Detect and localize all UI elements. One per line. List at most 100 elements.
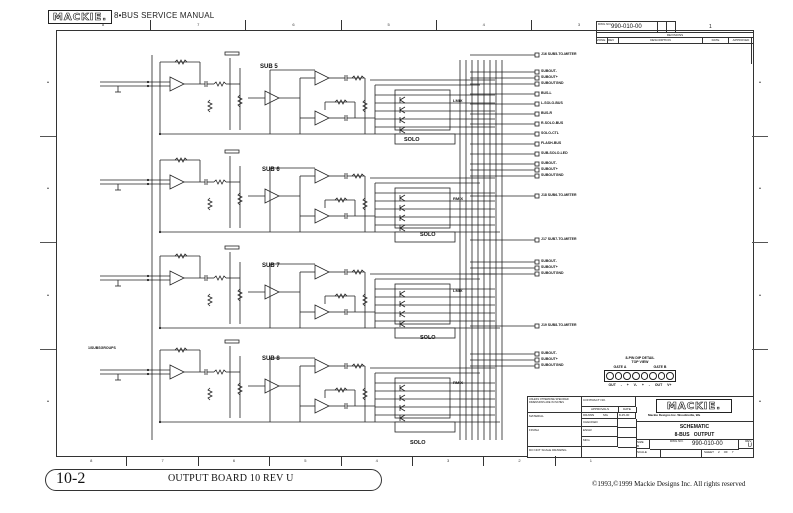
row-label: • [752, 348, 768, 456]
row-label: • [40, 242, 56, 349]
pot-symbol [237, 288, 243, 302]
resistor-symbol [213, 275, 227, 281]
dip-detail-subtitle: TOP VIEW [631, 360, 649, 364]
connector-label: R-SOLO-BUS [541, 121, 564, 125]
connector-pin [534, 121, 540, 127]
row-label: • [752, 242, 768, 349]
manual-title: 8•BUS SERVICE MANUAL [114, 11, 215, 20]
junction-dot [158, 132, 162, 136]
finish-label: FINISH [528, 427, 582, 447]
row-label: • [40, 348, 56, 456]
op-amp [314, 358, 330, 374]
resistor-symbol [213, 369, 227, 375]
connector-label: SUBOUT- [541, 351, 557, 355]
copyright: ©1993,©1999 Mackie Designs Inc. All righ… [592, 480, 746, 488]
resistor-symbol [334, 293, 348, 299]
engr-label: ENGR [582, 427, 618, 437]
page-number: 10-2 [56, 470, 86, 487]
connector-pin [534, 173, 540, 179]
rev-value: U [747, 443, 752, 449]
dip-pin [623, 372, 631, 380]
connector-pin [534, 271, 540, 277]
solo-label: SOLO [410, 440, 426, 446]
transistor-symbol [399, 126, 406, 131]
row-ruler-left: • • • • [40, 30, 56, 455]
transistor-symbol [399, 387, 406, 392]
connector-pin [534, 193, 540, 199]
transistor-symbol [399, 116, 406, 121]
pin-label: OUT [608, 383, 616, 387]
solo-label: SOLO [404, 137, 420, 143]
solo-box [394, 327, 456, 339]
resistor-symbol [174, 59, 188, 65]
connector-pin [534, 81, 540, 87]
dip-pin [640, 372, 649, 380]
connector-pin [534, 101, 540, 107]
transistor-symbol [399, 397, 406, 402]
resistor-symbol [213, 81, 227, 87]
drawing-frame [56, 30, 754, 457]
rev-col: APPROVED [732, 38, 750, 42]
column-label: 8 [101, 22, 105, 27]
solo-label: SOLO [420, 335, 436, 341]
gate-a-label: GATE A [613, 365, 627, 369]
transistor-symbol [399, 96, 406, 101]
transistor-symbol [399, 204, 406, 209]
junction-dot [146, 84, 150, 88]
connector-pin [534, 161, 540, 167]
rev-col: DESCRIPTION [619, 38, 703, 43]
connector-label: FLASH-BUS [541, 141, 562, 145]
resistor-symbol [174, 253, 188, 259]
resistor-symbol [174, 157, 188, 163]
transistor-symbol [399, 194, 406, 199]
connector-pin [534, 259, 540, 265]
dip-detail: 8-PIN DIP DETAIL TOP VIEW GATE A GATE B … [600, 356, 680, 387]
transistor-symbol [399, 320, 406, 325]
connector-pin [534, 75, 540, 81]
connector-label: SUBOUTGND [541, 173, 564, 177]
connector-label: BUS-R [541, 111, 553, 115]
pin-label: - [648, 383, 650, 387]
transistor-symbol [399, 106, 406, 111]
transistor-symbol [399, 417, 406, 422]
title-line-1: SCHEMATIC [679, 424, 710, 430]
column-label: 7 [126, 456, 197, 466]
column-label: 5 [340, 20, 436, 30]
mix-label: RMIX [453, 380, 463, 385]
transistor-symbol [399, 323, 406, 328]
company-name: Mackie Designs Inc. Woodinville, Wa [648, 413, 701, 417]
column-ruler-top: 8 7 6 5 4 3 [56, 20, 626, 30]
junction-dot [146, 178, 150, 182]
transistor-symbol [399, 197, 406, 202]
mfg-label: MFG [582, 437, 618, 447]
connector-label: SUBOUT- [541, 259, 557, 263]
solo-box [394, 421, 456, 433]
dip-pin [649, 372, 657, 380]
column-label: 3 [411, 456, 483, 466]
resistor-symbol [362, 99, 368, 113]
connector-pin [534, 323, 540, 329]
op-amp [314, 264, 330, 280]
input-op-amp [169, 364, 185, 380]
dwg-no: 990-010-00 [692, 441, 723, 447]
transistor-symbol [399, 303, 406, 308]
rev-col: ZONE [597, 38, 608, 43]
connector-label: SUBOUT+ [541, 357, 558, 361]
dip-detail-title: 8-PIN DIP DETAIL [625, 356, 655, 360]
company-block: MACKIE. Mackie Designs Inc. Woodinville,… [636, 397, 753, 422]
resistor-symbol [334, 99, 348, 105]
connector-pin [534, 167, 540, 173]
column-label: 6 [197, 456, 269, 466]
contract-label: CONTRACT NO. [582, 397, 636, 407]
connector-pin [534, 141, 540, 147]
transistor-symbol [399, 384, 406, 389]
tolerance-note: UNLESS OTHERWISE SPECIFIED DIMENSIONS AR… [528, 397, 582, 413]
resistor-symbol [362, 387, 368, 401]
transistor-symbol [399, 99, 406, 104]
dip-pins [604, 370, 676, 382]
size-value: B [637, 444, 640, 448]
mix-label: RMIX [453, 196, 463, 201]
solo-box [394, 133, 456, 145]
transistor-symbol [399, 290, 406, 295]
drawn-date: 8-25-00 [618, 412, 636, 419]
